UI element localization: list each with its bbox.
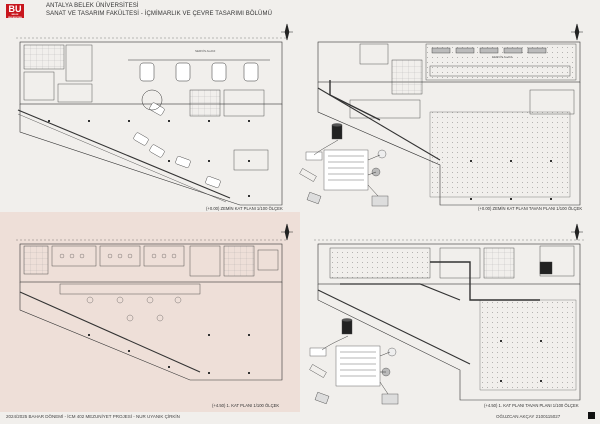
caption-first-floor-plan: (+4.50) 1. KAT PLANI 1/100 ÖLÇEK [212, 403, 280, 408]
room-label-service-1: SERVİS ALANI [195, 49, 216, 53]
caption-ground-floor-plan: (+0.00) ZEMİN KAT PLANI 1/100 ÖLÇEK [206, 206, 283, 211]
first-floor-ceiling-plan [314, 239, 584, 401]
sheet-marker [588, 412, 595, 419]
ground-floor-plan [16, 37, 288, 206]
university-title: ANTALYA BELEK ÜNİVERSİTESİ [46, 3, 139, 9]
university-logo: BU BELEK ÜNİVERSİTESİ [6, 4, 24, 19]
lighting-detail-2 [309, 318, 399, 405]
north-arrow-2 [571, 23, 583, 41]
shaded-quadrant [0, 212, 300, 412]
north-arrow-3 [281, 223, 293, 241]
first-floor-plan [16, 239, 288, 381]
ground-floor-ceiling-plan [317, 41, 581, 206]
north-arrow-1 [281, 23, 293, 41]
north-arrow-4 [571, 223, 583, 241]
logo-subtext: BELEK ÜNİVERSİTESİ [8, 14, 22, 19]
caption-ground-floor-ceiling-plan: (+0.00) ZEMİN KAT PLANI TAVAN PLANI 1/10… [478, 206, 583, 211]
footer-student-info: OĞUZCAN AKÇAY 2100115027 [496, 414, 561, 419]
room-label-service-2: SERVİS ALANI [492, 55, 513, 59]
faculty-title: SANAT VE TASARIM FAKÜLTESİ - İÇMİMARLIK … [46, 11, 272, 17]
footer-course-info: 2024/2025 BAHAR DÖNEMİ - İCM 402 MEZUNİY… [6, 414, 180, 419]
caption-first-floor-ceiling-plan: (+4.50) 1. KAT PLANI TAVAN PLANI 1/100 Ö… [484, 403, 579, 408]
lighting-detail-1 [299, 123, 389, 207]
